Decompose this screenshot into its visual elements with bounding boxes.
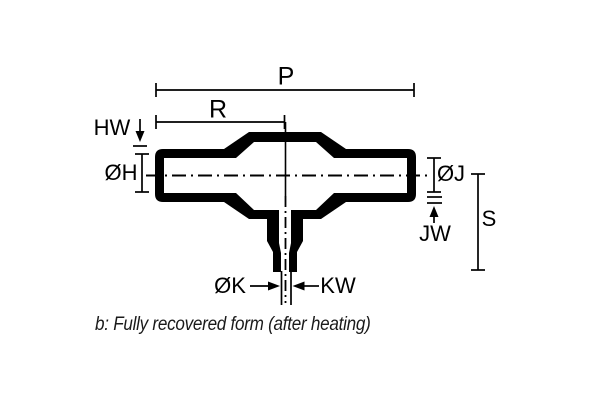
label-s: S — [481, 206, 497, 231]
figure-caption: b: Fully recovered form (after heating) — [95, 314, 371, 335]
dim-r — [155, 115, 286, 129]
dim-jw — [427, 196, 442, 223]
dim-ok-kw — [250, 271, 319, 305]
dim-jw-arrowhead — [429, 206, 439, 217]
dim-ok-arrowhead — [268, 281, 280, 291]
label-oh: ØH — [104, 160, 138, 185]
label-kw: KW — [320, 273, 356, 298]
label-ok: ØK — [214, 273, 246, 298]
label-r: R — [208, 95, 228, 124]
label-hw: HW — [93, 115, 131, 140]
label-oj: ØJ — [436, 161, 466, 186]
dim-oh — [135, 153, 149, 193]
dim-s — [471, 173, 485, 271]
dim-hw — [133, 119, 147, 147]
dim-hw-arrowhead — [135, 131, 145, 142]
dim-oj — [427, 157, 441, 193]
centerlines — [146, 122, 429, 303]
dim-p — [155, 83, 415, 97]
dim-kw-arrowhead — [292, 281, 305, 291]
label-jw: JW — [419, 221, 451, 246]
label-p: P — [277, 62, 295, 91]
